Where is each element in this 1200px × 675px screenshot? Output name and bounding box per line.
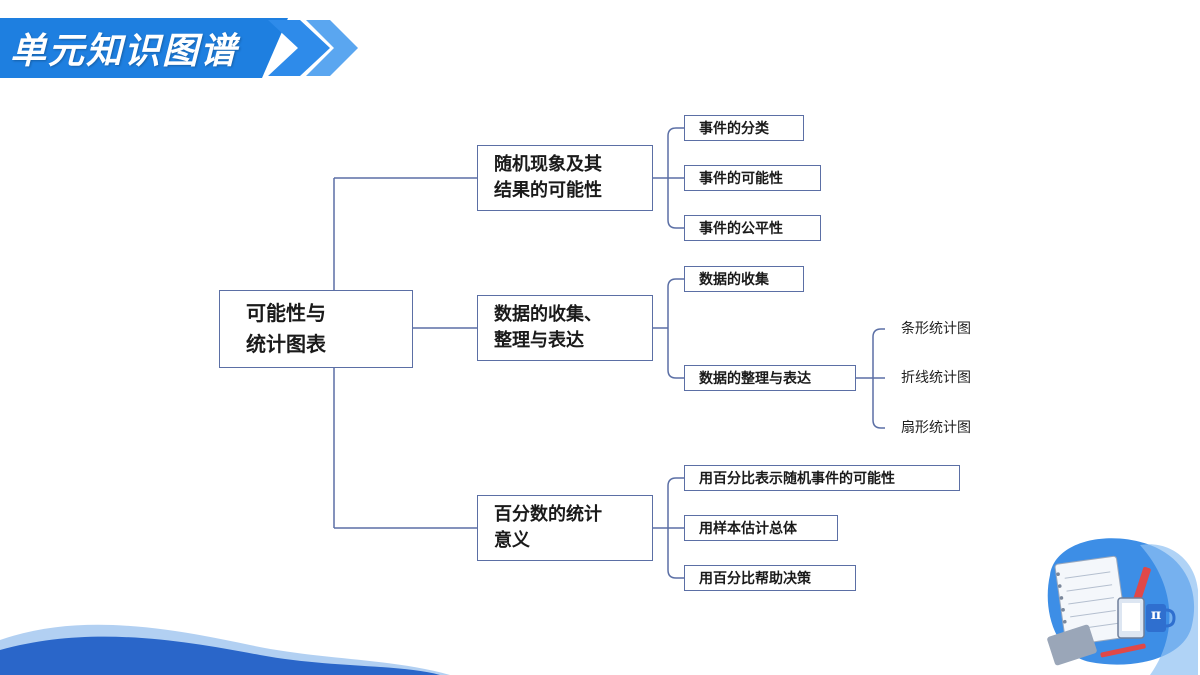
pi-mug-icon	[1146, 604, 1176, 632]
branch-node-data-collection: 数据的收集、 整理与表达	[477, 295, 653, 361]
sub-leaf-line-chart: 折线统计图	[901, 370, 971, 386]
illustration-blob-light	[1140, 544, 1198, 675]
leaf-node-event-classification: 事件的分类	[684, 115, 804, 141]
pi-symbol: π	[1150, 607, 1162, 623]
leaf-node-event-fairness: 事件的公平性	[684, 215, 821, 241]
notebook-icon	[1054, 555, 1128, 646]
page-title: 单元知识图谱	[10, 31, 239, 72]
sub-leaf-pie-chart: 扇形统计图	[901, 420, 971, 436]
branch-node-random-phenomena: 随机现象及其 结果的可能性	[477, 145, 653, 211]
math-illustration	[1047, 538, 1198, 675]
leaf-node-percent-decision: 用百分比帮助决策	[684, 565, 856, 591]
leaf-node-data-collect: 数据的收集	[684, 266, 804, 292]
leaf-node-data-organize: 数据的整理与表达	[684, 365, 856, 391]
tablet-icon	[1117, 597, 1145, 639]
leaf-node-event-possibility: 事件的可能性	[684, 165, 821, 191]
calculator-icon	[1047, 624, 1097, 666]
leaf-node-sample-estimate: 用样本估计总体	[684, 515, 838, 541]
pen-icon	[1100, 643, 1146, 658]
sub-leaf-bar-chart: 条形统计图	[901, 321, 971, 337]
banner-chevron-2	[306, 20, 358, 76]
mindmap-root-node: 可能性与 统计图表	[219, 290, 413, 368]
bottom-wave	[0, 636, 440, 675]
leaf-node-percent-probability: 用百分比表示随机事件的可能性	[684, 465, 960, 491]
branch-node-percentage: 百分数的统计 意义	[477, 495, 653, 561]
title-banner	[0, 18, 358, 78]
banner-chevron-1	[268, 20, 330, 76]
banner-bar	[0, 18, 288, 78]
